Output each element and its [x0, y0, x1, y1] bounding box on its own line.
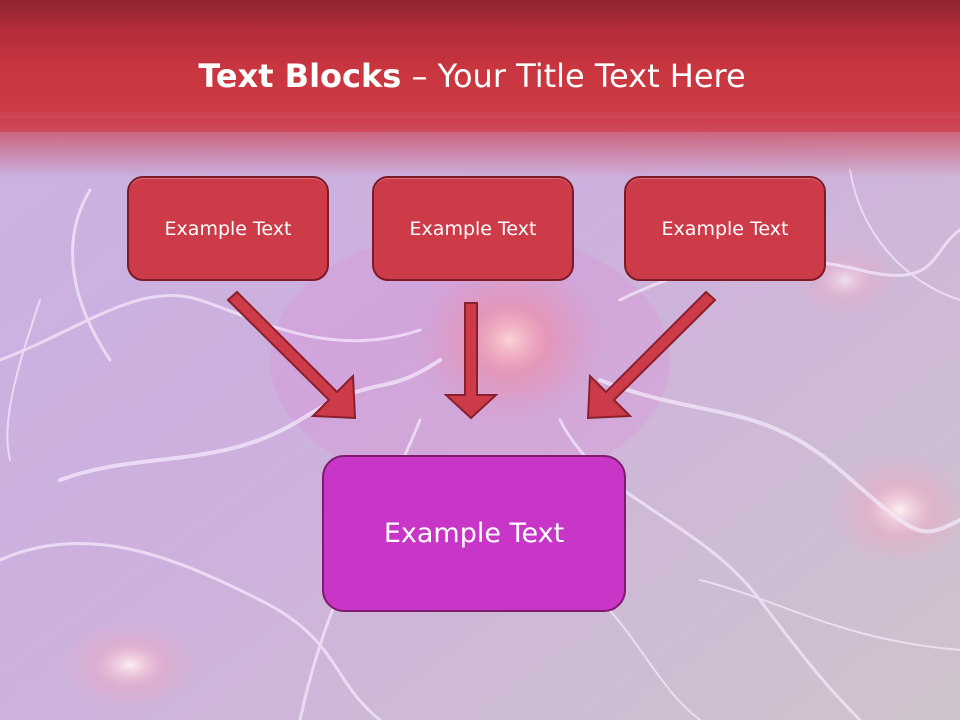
text-block-3: Example Text [624, 176, 826, 281]
arrow-center-down [443, 302, 499, 420]
slide-title-bold: Text Blocks [198, 57, 402, 95]
title-bar-fade [0, 118, 960, 178]
slide-title: Text Blocks – Your Title Text Here [0, 54, 944, 98]
text-block-1: Example Text [127, 176, 329, 281]
arrow-right-diagonal [586, 290, 717, 420]
text-block-2: Example Text [372, 176, 574, 281]
target-text-block: Example Text [322, 455, 626, 612]
arrow-left-diagonal [226, 290, 357, 420]
slide-title-rest: – Your Title Text Here [401, 57, 746, 95]
title-bar [0, 0, 960, 132]
